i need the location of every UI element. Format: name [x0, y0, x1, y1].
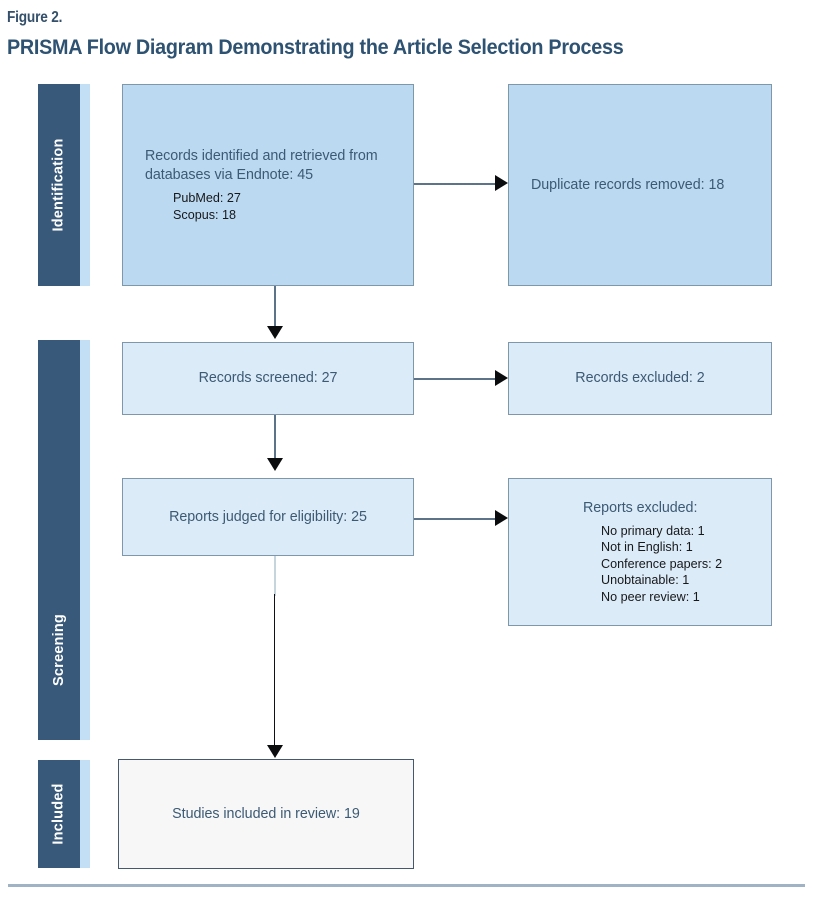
- box-studies-included: Studies included in review: 19: [118, 759, 414, 869]
- box-reports-excluded: Reports excluded: No primary data: 1 Not…: [508, 478, 772, 626]
- records-identified-sources: PubMed: 27 Scopus: 18: [145, 190, 391, 223]
- studies-included-title: Studies included in review: 19: [172, 805, 360, 822]
- connector-screened-to-eligibility: [274, 415, 276, 460]
- connector-identified-to-screened: [274, 286, 276, 328]
- box-duplicate-records-removed: Duplicate records removed: 18: [508, 84, 772, 286]
- records-excluded-title: Records excluded: 2: [575, 370, 705, 386]
- connector-screened-to-excluded: [414, 378, 496, 380]
- footer-divider: [8, 884, 805, 887]
- reports-excluded-reasons: No primary data: 1 Not in English: 1 Con…: [531, 523, 749, 605]
- source-pubmed: PubMed: 27: [173, 191, 241, 206]
- arrowhead-eligibility-to-reports-excluded: [495, 510, 508, 526]
- source-scopus: Scopus: 18: [173, 207, 237, 222]
- arrowhead-identified-to-duplicates: [495, 175, 508, 191]
- connector-eligibility-stub: [274, 556, 276, 596]
- box-records-screened: Records screened: 27: [122, 342, 414, 415]
- stage-label-identification: Identification: [51, 138, 67, 232]
- stage-accent-identification: [78, 84, 90, 286]
- figure-title: PRISMA Flow Diagram Demonstrating the Ar…: [7, 35, 624, 59]
- stage-label-included: Included: [51, 783, 67, 845]
- box-reports-eligibility: Reports judged for eligibility: 25: [122, 478, 414, 556]
- reason-conference-papers: Conference papers: 2: [601, 556, 723, 571]
- records-screened-title: Records screened: 27: [198, 370, 338, 386]
- reason-not-in-english: Not in English: 1: [601, 540, 693, 555]
- arrowhead-screened-to-excluded: [495, 370, 508, 386]
- reports-eligibility-title: Reports judged for eligibility: 25: [169, 508, 367, 525]
- connector-identified-to-duplicates: [414, 183, 496, 185]
- reason-no-primary-data: No primary data: 1: [601, 524, 705, 539]
- box-records-identified: Records identified and retrieved from da…: [122, 84, 414, 286]
- stage-label-screening: Screening: [51, 614, 68, 686]
- reports-excluded-title: Reports excluded:: [583, 500, 698, 517]
- stage-accent-screening: [78, 340, 90, 740]
- arrowhead-identified-to-screened: [267, 326, 283, 339]
- reason-no-peer-review: No peer review: 1: [601, 589, 700, 604]
- stage-bar-screening: Screening: [38, 340, 80, 740]
- stage-accent-included: [78, 760, 90, 868]
- connector-eligibility-to-reports-excluded: [414, 518, 496, 520]
- figure-label: Figure 2.: [7, 9, 63, 26]
- box-records-excluded: Records excluded: 2: [508, 342, 772, 415]
- arrowhead-screened-to-eligibility: [267, 458, 283, 471]
- stage-bar-included: Included: [38, 760, 80, 868]
- records-identified-title: Records identified and retrieved from da…: [145, 148, 378, 184]
- duplicate-records-removed-title: Duplicate records removed: 18: [531, 176, 725, 193]
- stage-bar-identification: Identification: [38, 84, 80, 286]
- arrowhead-eligibility-to-included: [267, 745, 283, 758]
- connector-eligibility-to-included: [274, 594, 276, 754]
- reason-unobtainable: Unobtainable: 1: [601, 573, 690, 588]
